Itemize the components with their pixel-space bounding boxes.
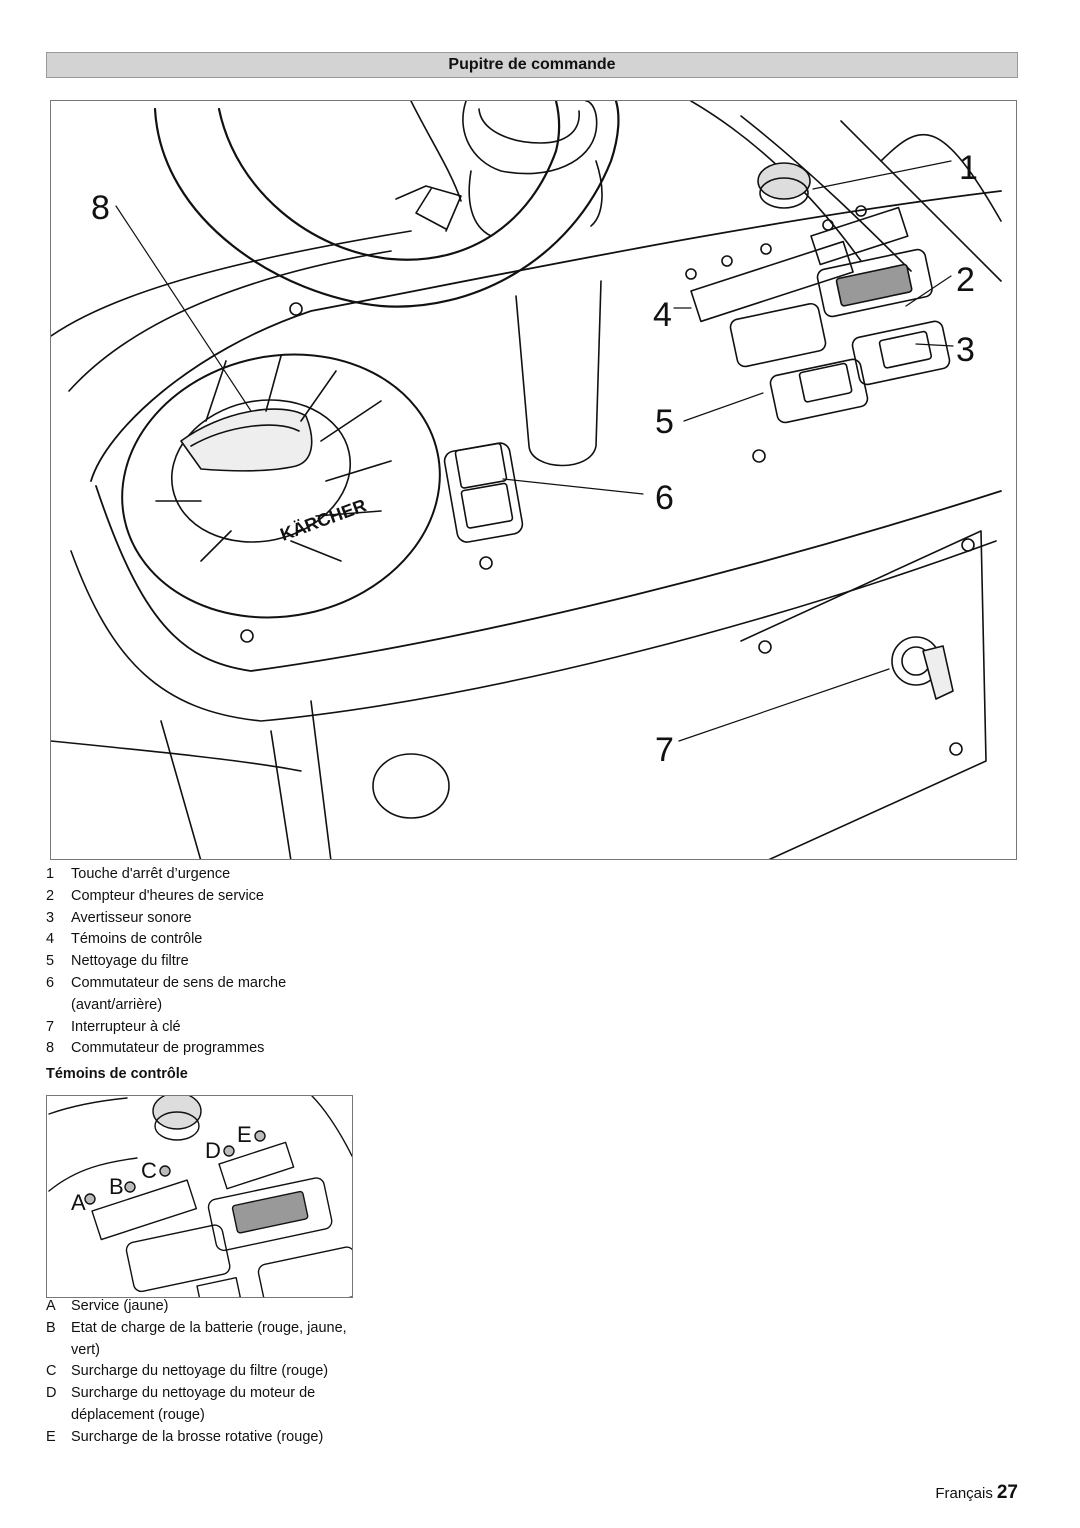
callout-e: E [237, 1122, 252, 1147]
callout-8: 8 [91, 189, 110, 227]
hour-meter [816, 248, 933, 318]
callout-3: 3 [956, 331, 975, 369]
section-header: Pupitre de commande [46, 52, 1018, 78]
emergency-stop-button [757, 162, 811, 200]
callout-d: D [205, 1138, 221, 1163]
steering-wheel [153, 101, 620, 308]
callout-6: 6 [655, 479, 674, 517]
control-panel-figure: KÄRCHER [50, 100, 1017, 860]
callout-b: B [109, 1174, 124, 1199]
horn-button [851, 320, 951, 386]
program-dial [121, 353, 441, 619]
indicator-lamps-figure: A B C D E [46, 1095, 353, 1298]
callout-5: 5 [655, 403, 674, 441]
page-number: 27 [996, 1482, 1018, 1503]
filter-cleaning-button [769, 358, 869, 424]
horn-button [257, 1246, 352, 1297]
callout-a: A [71, 1190, 86, 1215]
callout-4: 4 [653, 296, 672, 334]
callout-7: 7 [655, 731, 674, 769]
callout-c: C [141, 1158, 157, 1183]
direction-switch [443, 442, 524, 543]
screw-icons [240, 302, 975, 756]
callout-2: 2 [956, 261, 975, 299]
callout-1: 1 [959, 149, 978, 187]
subheading-indicators: Témoins de contrôle [46, 1066, 188, 1082]
hour-meter [207, 1177, 333, 1252]
brand-logo-text: KÄRCHER [278, 495, 369, 545]
footer-language: Français [935, 1485, 993, 1502]
